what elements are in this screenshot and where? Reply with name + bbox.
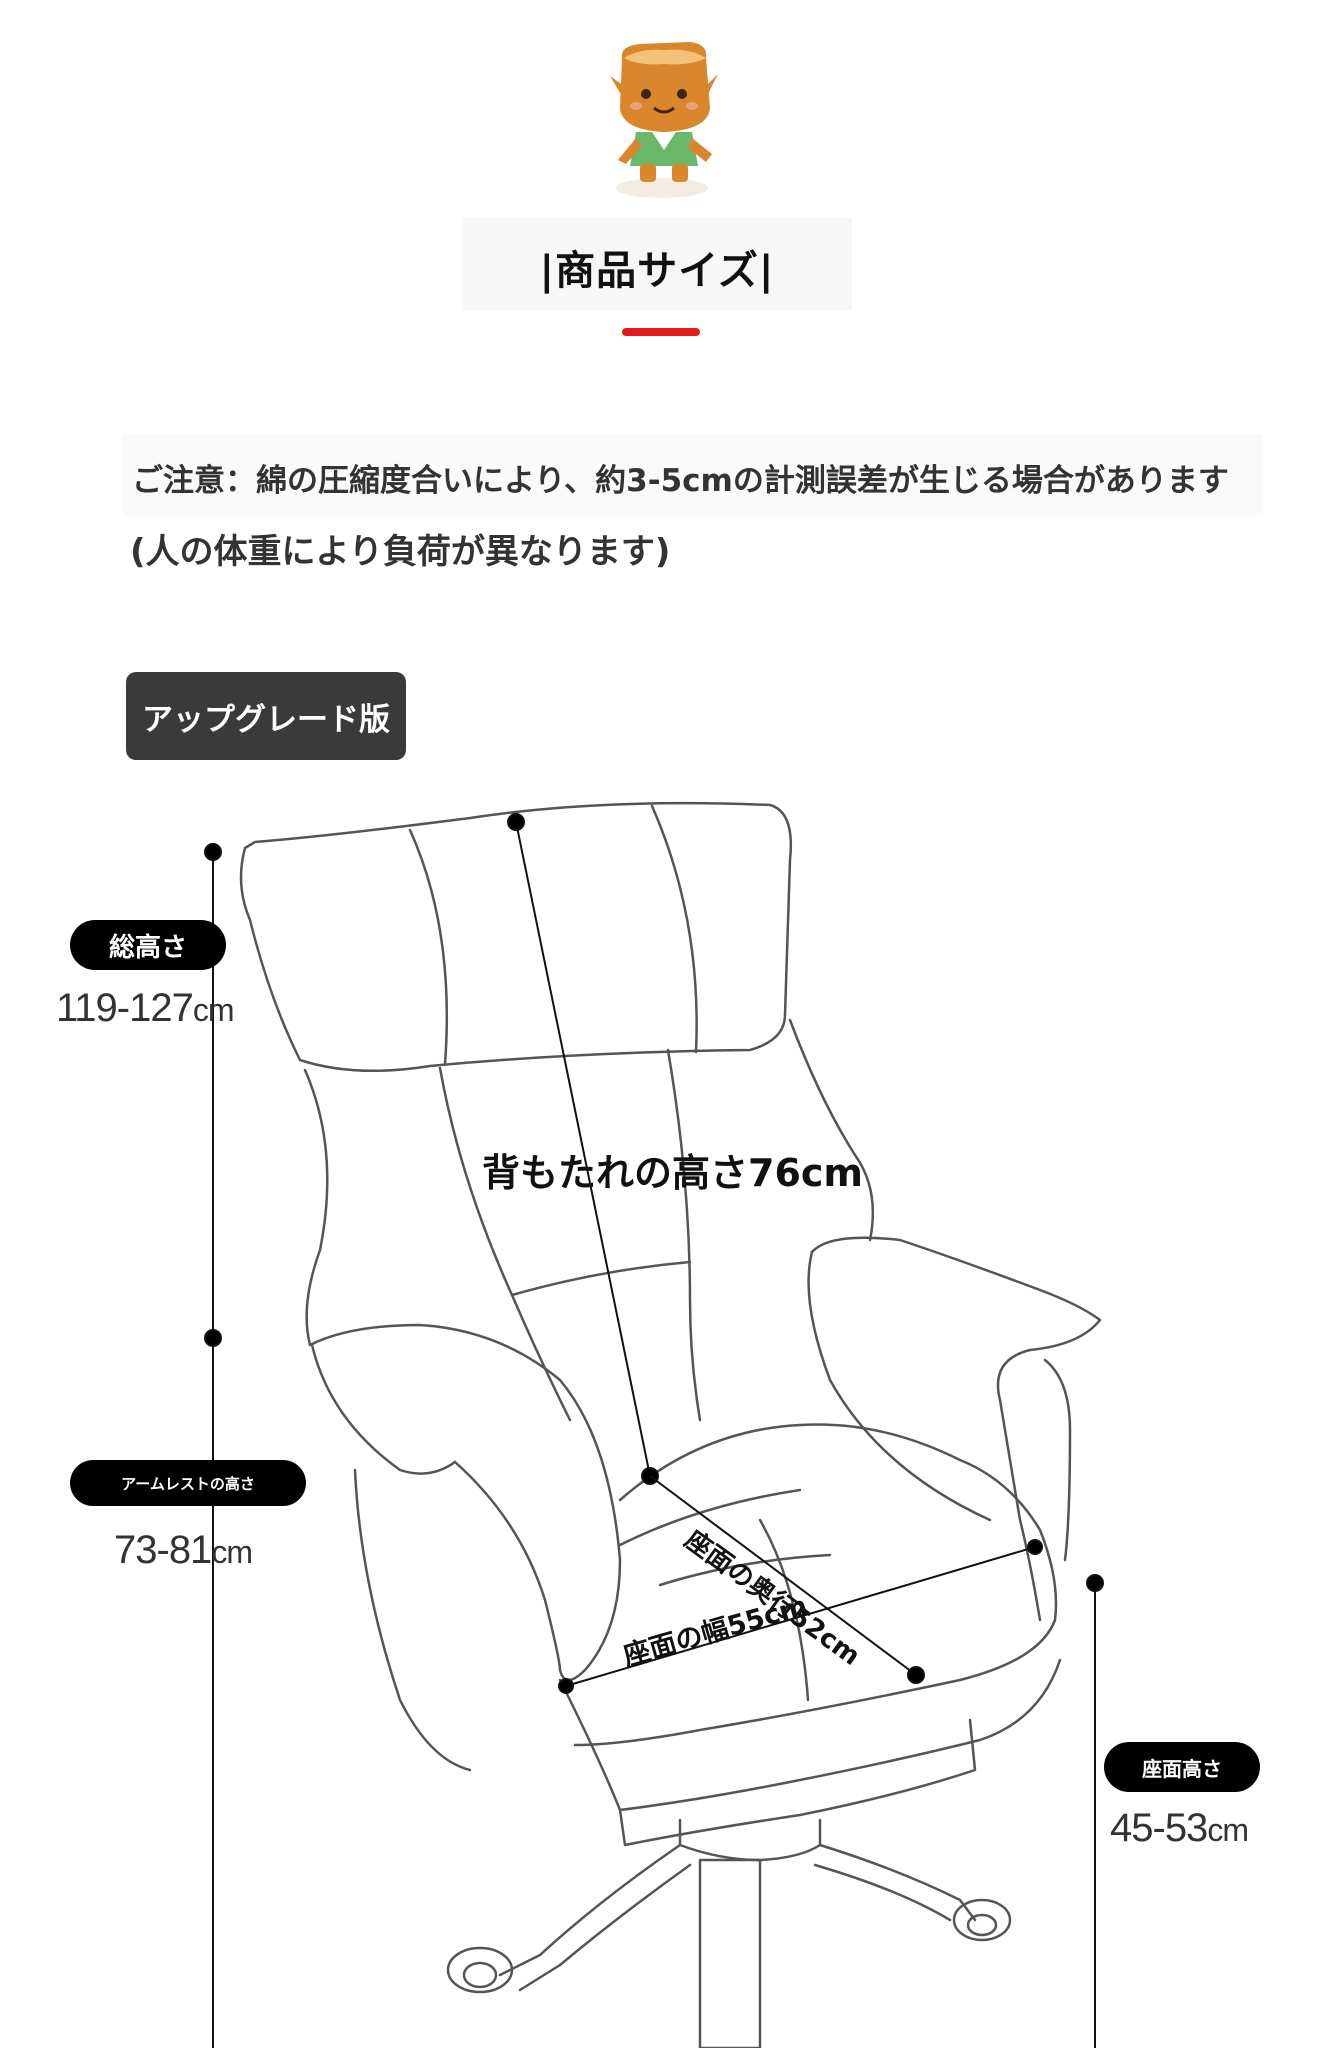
armrest-height-value: 73-81cm bbox=[114, 1528, 253, 1573]
notice-subtext: (人の体重により負荷が異なります) bbox=[130, 532, 671, 572]
backrest-height-label: 背もたれの高さ76cm bbox=[482, 1151, 864, 1195]
section-heading-box bbox=[462, 218, 852, 310]
seat-height-label: 座面高さ bbox=[1104, 1742, 1260, 1792]
seat-height-unit: cm bbox=[1207, 1812, 1249, 1848]
tree-stump-mascot-icon bbox=[610, 42, 718, 198]
armrest-height-number: 73-81 bbox=[114, 1528, 212, 1572]
total-height-value: 119-127cm bbox=[56, 986, 235, 1031]
notice-background bbox=[123, 434, 1263, 516]
total-height-unit: cm bbox=[192, 992, 235, 1028]
total-height-label: 総高さ bbox=[70, 920, 226, 970]
armrest-height-unit: cm bbox=[211, 1534, 253, 1570]
section-title: |商品サイズ| bbox=[539, 248, 775, 294]
version-badge: アップグレード版 bbox=[126, 672, 406, 760]
chair-diagram bbox=[204, 801, 1104, 2048]
notice-text: ご注意：綿の圧縮度合いにより、約3-5cmの計測誤差が生じる場合があります bbox=[132, 463, 1229, 499]
section-title-underline bbox=[622, 328, 700, 336]
seat-height-value: 45-53cm bbox=[1110, 1806, 1249, 1851]
armrest-height-label: アームレストの高さ bbox=[70, 1460, 306, 1506]
total-height-number: 119-127 bbox=[56, 986, 194, 1030]
seat-height-number: 45-53 bbox=[1110, 1806, 1208, 1850]
